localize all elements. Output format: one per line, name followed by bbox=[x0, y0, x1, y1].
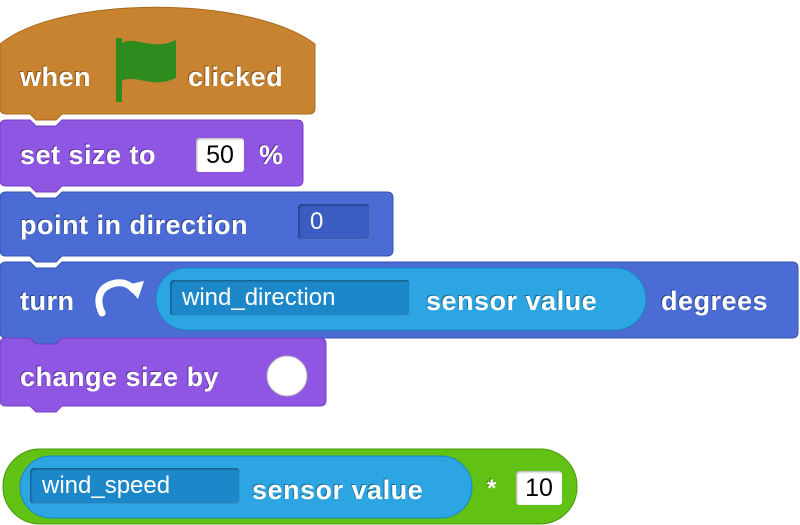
speed-sensor-value-label: sensor value bbox=[252, 475, 424, 505]
turn-sensor-value-label: sensor value bbox=[426, 286, 598, 316]
multiply-value-input[interactable]: 10 bbox=[516, 471, 562, 505]
change-size-value-slot[interactable] bbox=[266, 355, 308, 397]
set-size-value-input[interactable]: 50 bbox=[196, 138, 244, 172]
direction-value: 0 bbox=[310, 208, 324, 235]
clicked-label: clicked bbox=[188, 62, 284, 92]
when-label: when bbox=[20, 62, 92, 92]
multiply-operator-label: * bbox=[487, 475, 497, 502]
change-size-block-shape[interactable] bbox=[0, 337, 327, 413]
degrees-label: degrees bbox=[661, 286, 769, 316]
percent-label: % bbox=[259, 140, 284, 170]
green-flag-icon bbox=[116, 38, 176, 102]
wind-speed-dropdown[interactable]: wind_speed bbox=[30, 468, 240, 504]
wind-direction-option: wind_direction bbox=[182, 284, 336, 311]
point-direction-block-shape[interactable] bbox=[0, 191, 394, 263]
set-size-label: set size to bbox=[20, 140, 157, 170]
change-size-label: change size by bbox=[20, 362, 220, 392]
direction-dropdown[interactable]: 0 bbox=[298, 204, 370, 240]
wind-direction-dropdown[interactable]: wind_direction bbox=[170, 280, 410, 316]
point-direction-label: point in direction bbox=[20, 210, 248, 240]
wind-speed-option: wind_speed bbox=[42, 472, 171, 499]
rotate-clockwise-icon bbox=[95, 279, 144, 317]
turn-label: turn bbox=[20, 286, 75, 316]
